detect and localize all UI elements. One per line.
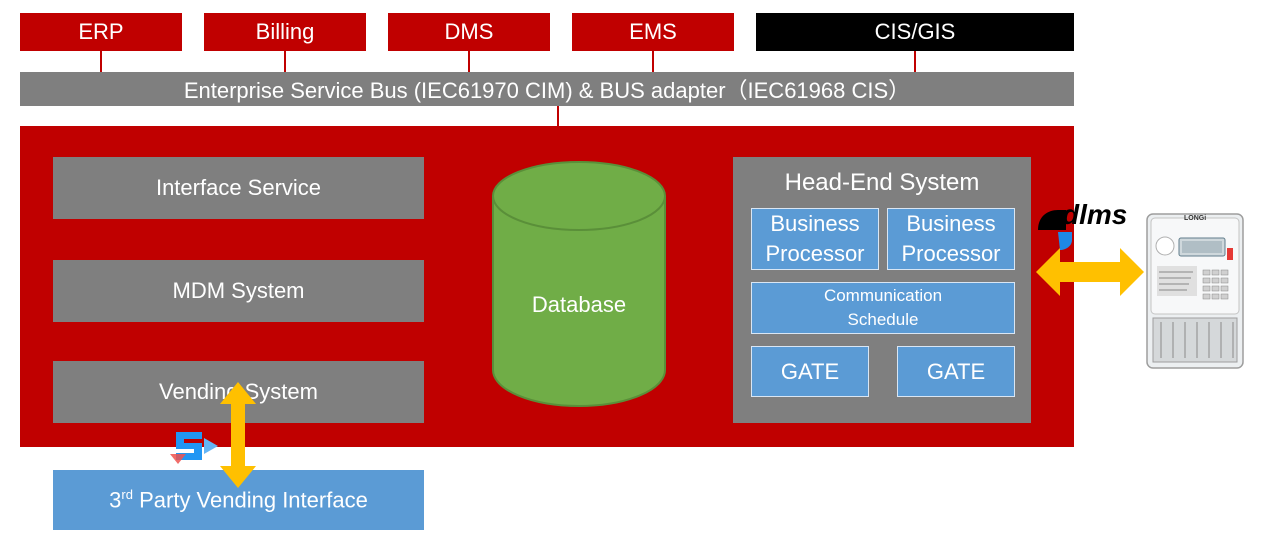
enterprise-service-bus: Enterprise Service Bus (IEC61970 CIM) & … <box>20 72 1074 106</box>
business-processor-2: Business Processor <box>887 208 1015 270</box>
gate-box-2: GATE <box>897 346 1015 397</box>
hes-meter-double-arrow-icon <box>1036 248 1144 296</box>
erp-connector <box>100 51 102 72</box>
dms-label: DMS <box>444 19 494 44</box>
dlms-logo-text: dlms <box>1062 199 1128 230</box>
cis-gis-label: CIS/GIS <box>874 19 956 44</box>
business-processor-1-line2: Processor <box>765 241 865 266</box>
ems-connector <box>652 51 654 72</box>
cis-gis-box: CIS/GIS <box>756 13 1074 51</box>
communication-schedule-line1: Communication <box>823 286 943 305</box>
dms-connector <box>468 51 470 72</box>
vending-double-arrow-icon <box>220 382 256 488</box>
dlms-logo-icon <box>1038 210 1072 250</box>
meter-brand-label: LONGi <box>1184 215 1207 222</box>
database-label: Database <box>531 292 627 317</box>
ems-box: EMS <box>572 13 734 51</box>
billing-box: Billing <box>204 13 366 51</box>
erp-label: ERP <box>78 19 124 44</box>
vending-interface-sup: rd <box>121 486 133 502</box>
interface-service-label: Interface Service <box>155 175 322 200</box>
business-processor-1: Business Processor <box>751 208 879 270</box>
business-processor-2-line2: Processor <box>901 241 1001 266</box>
mdm-system-label: MDM System <box>172 278 305 303</box>
esb-to-main-connector <box>557 106 559 126</box>
vending-interface-prefix: 3 <box>109 487 122 513</box>
dms-box: DMS <box>388 13 550 51</box>
esb-label: Enterprise Service Bus (IEC61970 CIM) & … <box>183 78 911 103</box>
erp-box: ERP <box>20 13 182 51</box>
gate-box-1: GATE <box>751 346 869 397</box>
communication-schedule-box: Communication Schedule <box>751 282 1015 334</box>
ems-label: EMS <box>629 19 677 44</box>
business-processor-2-line1: Business <box>906 211 996 236</box>
mdm-system-box: MDM System <box>53 260 424 322</box>
billing-label: Billing <box>255 19 315 44</box>
head-end-system-title: Head-End System <box>784 169 980 196</box>
gate-2-label: GATE <box>926 358 986 384</box>
gate-1-label: GATE <box>780 358 840 384</box>
vending-interface-suffix: Party Vending Interface <box>132 487 368 513</box>
billing-connector <box>284 51 286 72</box>
communication-schedule-line2: Schedule <box>847 310 919 329</box>
cis-gis-connector <box>914 51 916 72</box>
sts-logo-icon <box>170 432 218 464</box>
third-party-vending-interface-label: 3rd Party Vending Interface <box>109 487 368 513</box>
interface-service-box: Interface Service <box>53 157 424 219</box>
smart-meter-icon <box>1146 213 1244 369</box>
business-processor-1-line1: Business <box>770 211 860 236</box>
database-cylinder <box>492 161 666 407</box>
